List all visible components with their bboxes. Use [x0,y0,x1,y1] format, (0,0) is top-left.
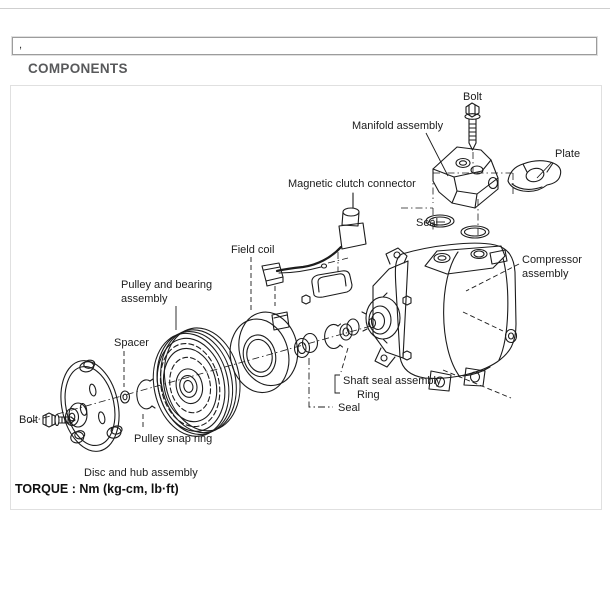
small-oring-part [504,328,518,344]
label-seal-bottom: Seal [338,402,360,414]
bolt-bottom-part [42,412,76,428]
diagram-labels: Bolt Manifold assembly Plate Seal Magnet… [19,91,582,479]
label-compressor-assembly-2: assembly [522,268,569,280]
label-ring: Ring [357,389,380,401]
pulley-snap-ring-part [136,378,156,410]
magnetic-clutch-connector-part [275,192,367,274]
label-shaft-seal-assembly: Shaft seal assembly [343,375,442,387]
pulley-bearing-part [152,327,241,437]
seal-sleeve-part [293,332,319,359]
shaft-seal-part [339,318,360,341]
disc-hub-part [60,359,123,452]
exploded-view-svg: Bolt Manifold assembly Plate Seal Magnet… [19,91,582,479]
seal-top-parts [425,214,490,239]
oring-leader [462,311,504,332]
ring-part [324,323,344,350]
label-plate: Plate [555,148,580,160]
label-compressor-assembly-1: Compressor [522,254,582,266]
label-bolt-top: Bolt [463,91,482,103]
top-divider [0,8,610,9]
components-diagram: Bolt Manifold assembly Plate Seal Magnet… [10,85,602,510]
label-pulley-snap-ring: Pulley snap ring [134,433,212,445]
label-field-coil: Field coil [231,244,274,256]
harness-clamp-part [301,270,353,305]
torque-note: TORQUE : Nm (kg-cm, lb·ft) [15,482,179,496]
label-disc-and-hub-assembly: Disc and hub assembly [84,467,198,479]
field-coil-lead-connector-part [261,262,284,287]
page-title: COMPONENTS [28,61,128,76]
label-pulley-bearing-2: assembly [121,293,168,305]
lug-leader [442,369,512,399]
label-magnetic-clutch-connector: Magnetic clutch connector [288,178,416,190]
label-bolt-bottom: Bolt [19,414,38,426]
compressor-assembly-part [361,242,517,392]
label-manifold-assembly: Manifold assembly [352,120,444,132]
leader-lines [123,132,553,430]
label-seal-top: Seal [416,217,438,229]
spacer-part [119,390,131,404]
label-spacer: Spacer [114,337,149,349]
bolt-top-part [464,102,481,151]
field-coil-part [229,311,299,394]
manifold-assembly-part [432,146,499,209]
address-field[interactable]: , [12,37,597,55]
plate-part [507,160,562,192]
label-pulley-bearing-1: Pulley and bearing [121,279,212,291]
address-field-text: , [19,39,23,51]
